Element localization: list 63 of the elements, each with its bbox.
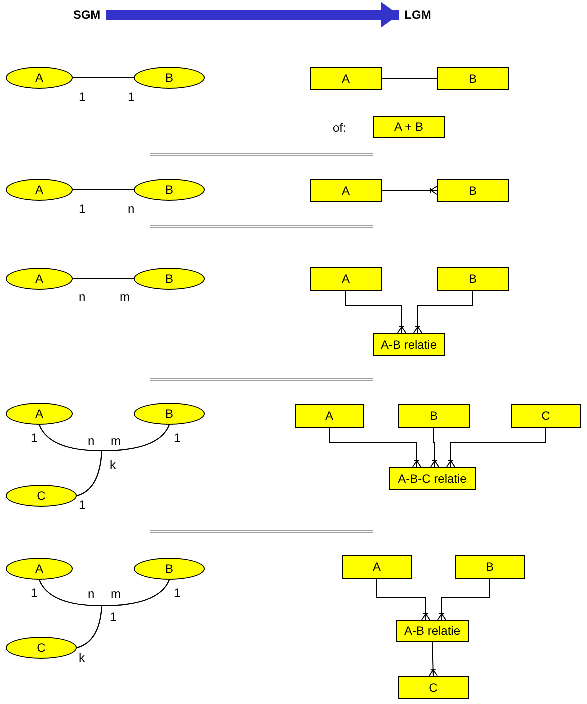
entity-ellipse: B — [134, 558, 205, 580]
connector-line — [72, 278, 134, 280]
entity-box: B — [437, 179, 509, 202]
entity-box: B — [398, 404, 470, 428]
heading: SGM — [70, 6, 104, 24]
entity-box: B — [455, 555, 525, 579]
crows-foot-connector — [446, 428, 546, 468]
cardinality-label: m — [111, 434, 121, 448]
connector-line — [76, 580, 170, 648]
cardinality-label: 1 — [79, 90, 86, 104]
entity-ellipse: A — [6, 179, 73, 201]
cardinality-label: k — [79, 651, 85, 665]
entity-ellipse: C — [6, 485, 77, 507]
cardinality-label: m — [111, 587, 121, 601]
crows-foot-connector — [430, 428, 440, 468]
crows-foot-connector — [376, 578, 430, 620]
cardinality-label: 1 — [31, 586, 38, 600]
entity-ellipse: A — [6, 558, 73, 580]
crows-foot-connector — [429, 642, 438, 677]
block-arrow — [106, 2, 399, 28]
entity-box: A — [342, 555, 412, 579]
cardinality-label: m — [120, 290, 130, 304]
entity-box: A-B relatie — [396, 620, 469, 642]
cardinality-label: 1 — [79, 202, 86, 216]
entity-box: A — [310, 179, 382, 202]
cardinality-label: n — [128, 202, 135, 216]
connector-line — [382, 78, 438, 79]
entity-ellipse: B — [134, 268, 205, 290]
cardinality-label: 1 — [174, 431, 181, 445]
entity-ellipse: A — [6, 268, 73, 290]
connector-line — [76, 424, 170, 496]
crows-foot-connector — [329, 428, 422, 468]
entity-ellipse: B — [134, 67, 205, 89]
cardinality-label: 1 — [31, 431, 38, 445]
entity-ellipse: C — [6, 637, 77, 659]
entity-box: C — [398, 676, 469, 699]
entity-box: B — [437, 67, 509, 90]
entity-box: A + B — [373, 116, 445, 138]
cardinality-label: n — [79, 290, 86, 304]
cardinality-label: 1 — [174, 586, 181, 600]
crows-foot-connector — [414, 290, 474, 334]
entity-ellipse: B — [134, 403, 205, 425]
cardinality-label: 1 — [79, 498, 86, 512]
cardinality-label: n — [88, 587, 95, 601]
entity-box: A — [310, 267, 382, 291]
note-text: of: — [333, 121, 346, 135]
entity-box: B — [437, 267, 509, 291]
entity-box: A — [310, 67, 382, 90]
cardinality-label: 1 — [128, 90, 135, 104]
crows-foot-connector — [382, 186, 438, 195]
heading: LGM — [401, 6, 435, 24]
cardinality-label: k — [110, 458, 116, 472]
entity-box: A-B relatie — [373, 333, 445, 356]
entity-box: C — [511, 404, 581, 428]
entity-box: A — [295, 404, 364, 428]
entity-ellipse: B — [134, 179, 205, 201]
crows-foot-connector — [438, 578, 490, 620]
cardinality-label: n — [88, 434, 95, 448]
entity-ellipse: A — [6, 67, 73, 89]
entity-ellipse: A — [6, 403, 73, 425]
crows-foot-connector — [346, 290, 406, 334]
cardinality-label: 1 — [110, 610, 117, 624]
entity-box: A-B-C relatie — [389, 467, 476, 490]
